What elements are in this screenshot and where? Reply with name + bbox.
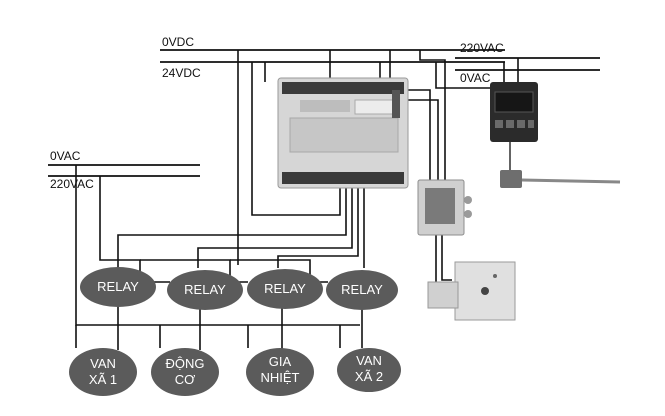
wire	[435, 62, 490, 89]
relay-2: RELAY	[167, 270, 243, 310]
load-label-line2: XÃ 2	[355, 369, 383, 384]
label-220vac-right: 220VAC	[460, 41, 504, 55]
probe-head	[500, 170, 522, 188]
load-label-line1: VAN	[90, 356, 116, 371]
wire	[117, 185, 347, 268]
wire	[408, 99, 439, 180]
load-van-xa-1: VAN XÃ 1	[69, 348, 137, 396]
module-board	[425, 188, 455, 224]
plc-bottom-terminals	[282, 172, 404, 184]
controller-button	[495, 120, 503, 128]
relay-node	[247, 269, 323, 309]
controller-button	[528, 120, 534, 128]
wire	[251, 62, 341, 216]
load-label-line2: XÃ 1	[89, 372, 117, 387]
probe-rod	[521, 178, 621, 184]
wire	[408, 89, 431, 180]
load-label-line1: VAN	[356, 353, 382, 368]
temperature-controller	[490, 82, 538, 172]
load-node	[69, 348, 137, 396]
plc-side-cover	[392, 90, 400, 118]
relay-node	[80, 267, 156, 307]
load-cell-bar	[427, 281, 459, 309]
relay-label: RELAY	[97, 279, 139, 294]
wire	[99, 176, 170, 283]
wire	[435, 235, 452, 286]
label-0vac-right: 0VAC	[460, 71, 491, 85]
relay-label: RELAY	[264, 281, 306, 296]
temperature-probe	[500, 170, 621, 188]
load-cell-screw	[493, 274, 497, 278]
controller-button	[517, 120, 525, 128]
load-gia-nhiet: GIA NHIỆT	[246, 348, 314, 396]
dc-rails: 0VDC 24VDC	[160, 35, 505, 80]
plc-device	[277, 77, 409, 189]
load-dong-co: ĐỘNG CƠ	[151, 348, 219, 396]
controller-display	[494, 91, 534, 113]
plc-io-window	[354, 99, 394, 115]
load-cell	[427, 261, 516, 321]
load-cell-hole	[481, 287, 489, 295]
relay-4: RELAY	[326, 270, 398, 310]
label-24vdc: 24VDC	[162, 66, 201, 80]
cable-gland	[464, 210, 472, 218]
relay-label: RELAY	[341, 282, 383, 297]
wiring	[75, 50, 519, 352]
plc-top-terminals	[282, 82, 404, 94]
load-label-line1: GIA	[269, 354, 292, 369]
label-220vac-left: 220VAC	[50, 177, 94, 191]
ac-rails-left: 0VAC 220VAC	[48, 149, 200, 191]
relay-node	[326, 270, 398, 310]
relay-1: RELAY	[80, 267, 156, 307]
wire	[277, 185, 359, 268]
plc-label-plate	[300, 100, 350, 112]
plc-front-panel	[289, 117, 399, 153]
load-label-line1: ĐỘNG	[166, 356, 205, 371]
cable-gland	[464, 196, 472, 204]
wire	[419, 50, 446, 180]
load-row: VAN XÃ 1 ĐỘNG CƠ GIA NHIỆT VAN XÃ 2	[69, 348, 401, 396]
load-node	[151, 348, 219, 396]
load-node	[337, 348, 401, 392]
wire	[441, 235, 452, 281]
sensor-module	[417, 179, 472, 236]
label-0vac-left: 0VAC	[50, 149, 81, 163]
load-van-xa-2: VAN XÃ 2	[337, 348, 401, 392]
controller-button	[506, 120, 514, 128]
relay-row: RELAY RELAY RELAY RELAY	[80, 267, 398, 310]
relay-3: RELAY	[247, 269, 323, 309]
relay-node	[167, 270, 243, 310]
load-label-line2: NHIỆT	[261, 370, 300, 385]
load-label-line2: CƠ	[175, 372, 196, 387]
relay-label: RELAY	[184, 282, 226, 297]
label-0vdc: 0VDC	[162, 35, 194, 49]
ac-rails-right: 220VAC 0VAC	[455, 41, 600, 85]
wire	[197, 185, 353, 268]
load-node	[246, 348, 314, 396]
